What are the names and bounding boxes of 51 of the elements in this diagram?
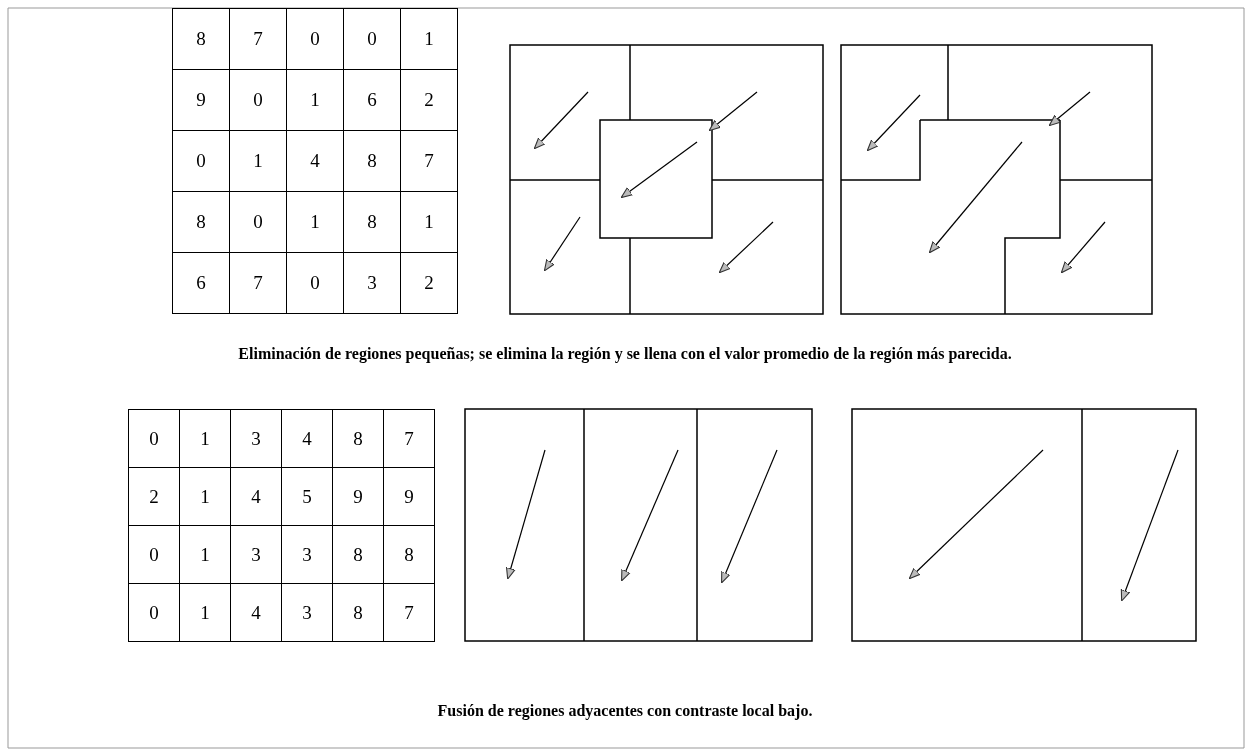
table-cell: 7 bbox=[229, 8, 287, 70]
table-cell: 1 bbox=[286, 191, 344, 253]
table-cell: 9 bbox=[383, 467, 435, 526]
table-cell: 3 bbox=[281, 583, 333, 642]
table-cell: 1 bbox=[179, 583, 231, 642]
table-cell: 0 bbox=[128, 583, 180, 642]
table-cell: 6 bbox=[172, 252, 230, 314]
table-cell: 1 bbox=[179, 525, 231, 584]
caption-text: Fusión de regiones adyacentes con contraste local bajo. bbox=[436, 702, 814, 720]
table-cell: 7 bbox=[400, 130, 458, 192]
table-cell: 3 bbox=[281, 525, 333, 584]
table-cell: 7 bbox=[229, 252, 287, 314]
table-cell: 1 bbox=[179, 409, 231, 468]
table-cell: 3 bbox=[343, 252, 401, 314]
table-cell: 8 bbox=[332, 409, 384, 468]
table-cell: 0 bbox=[229, 69, 287, 131]
table-cell: 4 bbox=[281, 409, 333, 468]
table-cell: 1 bbox=[286, 69, 344, 131]
table-cell: 2 bbox=[128, 467, 180, 526]
caption-text: Eliminación de regiones pequeñas; se elimina la región y se llena con el valor promedio de la región más parecida. bbox=[237, 345, 1013, 363]
table-cell: 8 bbox=[332, 525, 384, 584]
table-cell: 5 bbox=[281, 467, 333, 526]
table-cell: 1 bbox=[229, 130, 287, 192]
table-cell: 9 bbox=[332, 467, 384, 526]
table-cell: 7 bbox=[383, 583, 435, 642]
table-cell: 8 bbox=[383, 525, 435, 584]
table-cell: 0 bbox=[286, 8, 344, 70]
table-cell: 6 bbox=[343, 69, 401, 131]
table-cell: 2 bbox=[400, 69, 458, 131]
table-cell: 9 bbox=[172, 69, 230, 131]
table-cell: 8 bbox=[172, 8, 230, 70]
table-cell: 8 bbox=[332, 583, 384, 642]
table-cell: 8 bbox=[172, 191, 230, 253]
table-cell: 4 bbox=[230, 467, 282, 526]
table-cell: 7 bbox=[383, 409, 435, 468]
table-cell: 0 bbox=[172, 130, 230, 192]
table-cell: 3 bbox=[230, 525, 282, 584]
table-cell: 0 bbox=[128, 409, 180, 468]
table-cell: 0 bbox=[128, 525, 180, 584]
table-cell: 4 bbox=[286, 130, 344, 192]
table-cell: 4 bbox=[230, 583, 282, 642]
table-cell: 0 bbox=[343, 8, 401, 70]
table-cell: 1 bbox=[179, 467, 231, 526]
table-cell: 8 bbox=[343, 130, 401, 192]
table-cell: 0 bbox=[229, 191, 287, 253]
table-cell: 0 bbox=[286, 252, 344, 314]
table-cell: 2 bbox=[400, 252, 458, 314]
table-cell: 3 bbox=[230, 409, 282, 468]
table-cell: 8 bbox=[343, 191, 401, 253]
table-cell: 1 bbox=[400, 191, 458, 253]
table-cell: 1 bbox=[400, 8, 458, 70]
